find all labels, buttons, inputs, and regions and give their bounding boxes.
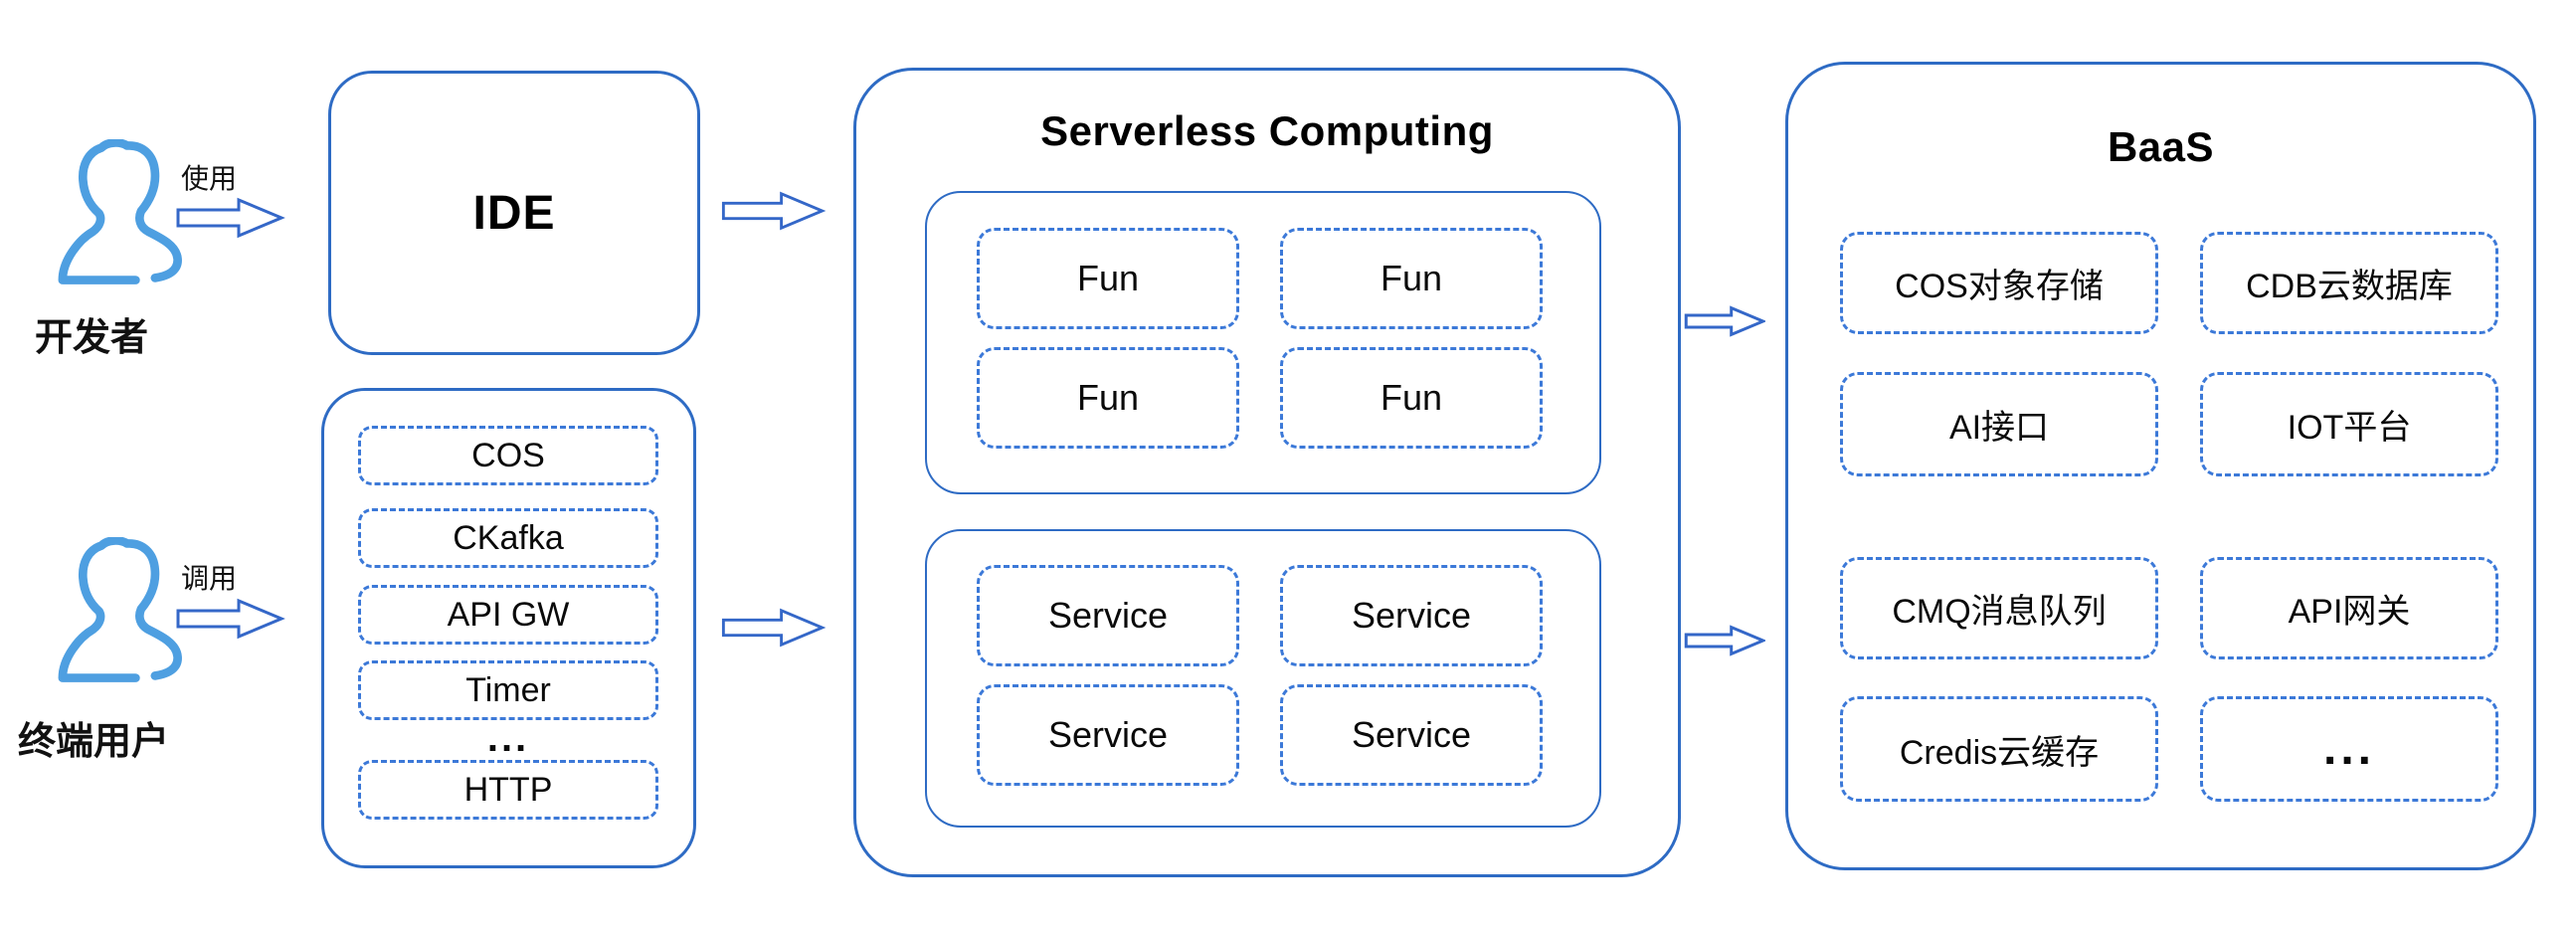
event-source-item-apigw: API GW: [358, 585, 658, 645]
baas-item-label: AI接口: [1948, 409, 2050, 447]
service-item-4: Service: [1280, 684, 1543, 786]
developer-user-icon: [58, 139, 182, 284]
arrow-enduser-to-events right-arrow-icon: [176, 598, 285, 640]
service-label: Service: [1351, 714, 1472, 755]
event-sources-ellipsis: ...: [486, 716, 530, 760]
event-source-item-ckafka: CKafka: [358, 508, 658, 568]
arrow-serverless-to-baas-bottom right-arrow-icon: [1684, 625, 1765, 656]
baas-item-label: CDB云数据库: [2246, 268, 2453, 305]
function-item-1: Fun: [977, 228, 1239, 329]
baas-title: BaaS: [2107, 123, 2215, 170]
actor-enduser-label: 终端用户: [18, 721, 170, 763]
baas-item-cmq-queue: CMQ消息队列: [1840, 557, 2158, 659]
event-source-label: CKafka: [453, 518, 564, 557]
function-label: Fun: [1380, 377, 1443, 418]
function-label: Fun: [1380, 258, 1443, 298]
service-label: Service: [1047, 595, 1169, 636]
baas-item-cos-storage: COS对象存储: [1840, 232, 2158, 334]
actor-developer-label: 开发者: [35, 317, 149, 359]
baas-ellipsis: ...: [2322, 722, 2375, 775]
function-item-3: Fun: [977, 347, 1239, 449]
arrow-developer-to-ide right-arrow-icon: [176, 197, 285, 239]
baas-item-iot-platform: IOT平台: [2200, 372, 2498, 476]
service-label: Service: [1047, 714, 1169, 755]
event-source-label: API GW: [447, 595, 570, 634]
arrow-serverless-to-baas-top right-arrow-icon: [1684, 305, 1765, 337]
service-item-2: Service: [1280, 565, 1543, 666]
service-label: Service: [1351, 595, 1472, 636]
service-item-1: Service: [977, 565, 1239, 666]
arrow-label-use: 使用: [180, 163, 237, 194]
function-label: Fun: [1076, 258, 1140, 298]
baas-item-api-gateway: API网关: [2200, 557, 2498, 659]
arrow-label-invoke: 调用: [180, 563, 237, 594]
baas-item-label: COS对象存储: [1895, 268, 2104, 305]
baas-item-ai-api: AI接口: [1840, 372, 2158, 476]
event-source-item-cos: COS: [358, 426, 658, 485]
function-item-4: Fun: [1280, 347, 1543, 449]
function-item-2: Fun: [1280, 228, 1543, 329]
service-item-3: Service: [977, 684, 1239, 786]
serverless-title: Serverless Computing: [1040, 107, 1494, 154]
arrow-events-to-serverless right-arrow-icon: [721, 608, 827, 648]
function-label: Fun: [1076, 377, 1140, 418]
baas-item-credis-cache: Credis云缓存: [1840, 696, 2158, 802]
ide-box: IDE: [328, 71, 700, 355]
event-source-item-timer: Timer: [358, 660, 658, 720]
arrow-ide-to-serverless right-arrow-icon: [721, 191, 827, 231]
baas-item-label: API网关: [2288, 593, 2411, 631]
baas-item-more: ...: [2200, 696, 2498, 802]
event-source-label: Timer: [465, 670, 551, 709]
event-source-item-http: HTTP: [358, 760, 658, 820]
event-source-label: HTTP: [463, 770, 553, 809]
enduser-user-icon: [58, 537, 182, 682]
baas-item-label: IOT平台: [2287, 409, 2412, 447]
baas-item-label: Credis云缓存: [1899, 733, 2100, 772]
ide-label: IDE: [472, 186, 556, 240]
event-source-label: COS: [471, 436, 545, 474]
baas-item-label: CMQ消息队列: [1892, 593, 2107, 631]
baas-item-cdb-database: CDB云数据库: [2200, 232, 2498, 334]
